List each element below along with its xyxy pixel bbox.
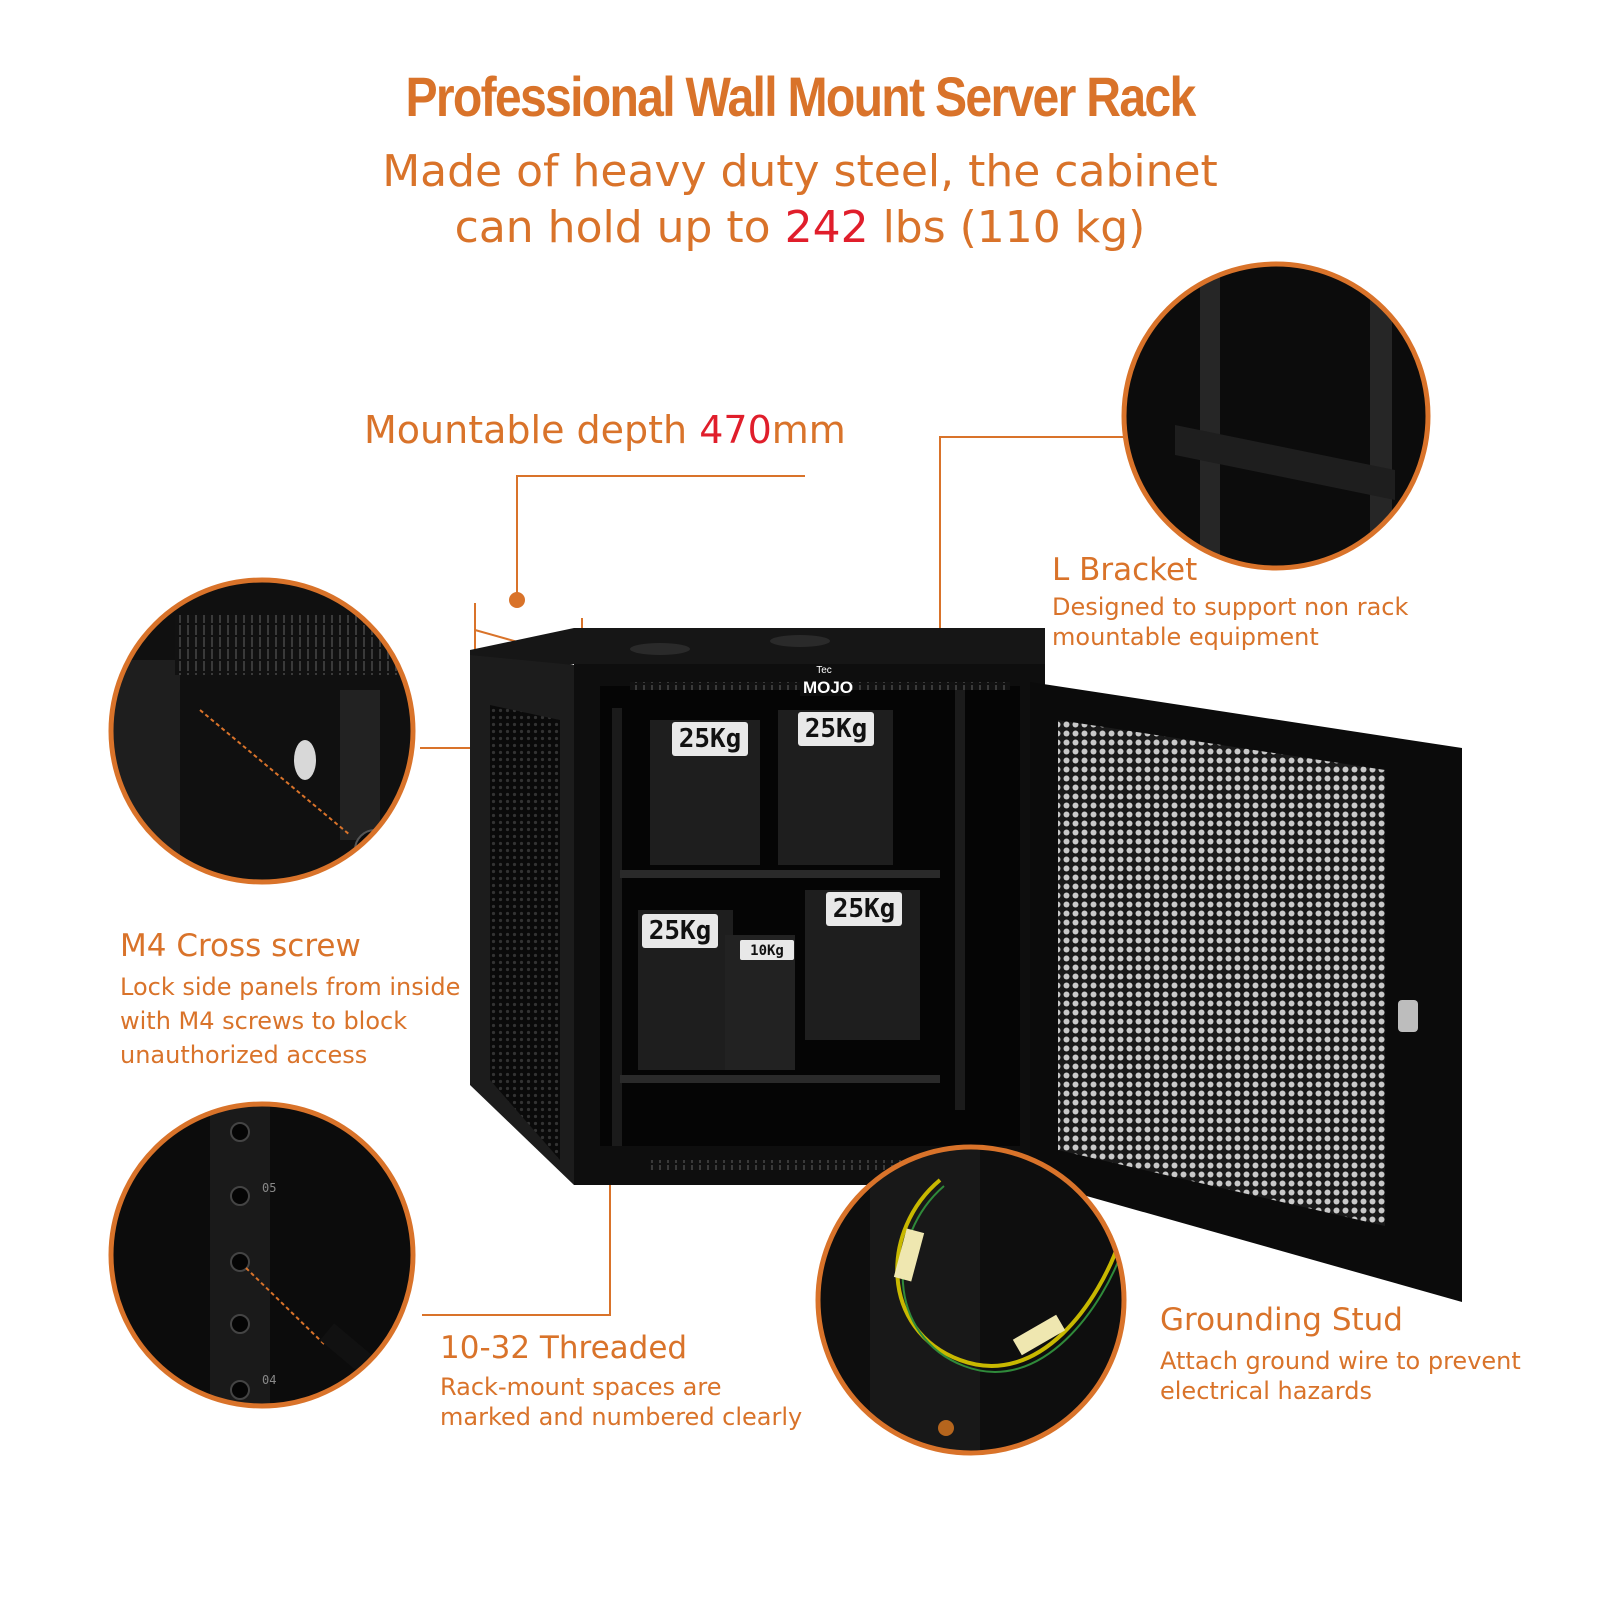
page-title: Professional Wall Mount Server Rack: [405, 65, 1196, 128]
cabinet-door: [1030, 682, 1462, 1302]
subtitle-pre: can hold up to: [454, 202, 785, 253]
l-bracket-desc-2: mountable equipment: [1052, 623, 1319, 651]
rail-number-04: 04: [262, 1373, 276, 1387]
weight-label-3: 25Kg: [649, 916, 712, 946]
depth-label: Mountable depth 470mm: [364, 408, 846, 452]
grounding-title: Grounding Stud: [1160, 1302, 1403, 1338]
l-bracket-title: L Bracket: [1052, 552, 1198, 588]
l-bracket-detail: [1124, 264, 1428, 568]
m4-screw-desc-2: with M4 screws to block: [120, 1007, 408, 1035]
depth-value: 470: [699, 408, 772, 452]
grounding-stud-detail: [818, 1147, 1124, 1453]
l-bracket-desc-1: Designed to support non rack: [1052, 593, 1409, 621]
threaded-title: 10-32 Threaded: [440, 1330, 688, 1366]
threaded-rail-detail: 05 04: [111, 1104, 413, 1406]
m4-screw-desc-1: Lock side panels from inside: [120, 973, 461, 1001]
brand-logo: MOJO: [803, 678, 853, 697]
cabinet: Tec MOJO: [470, 628, 1045, 1185]
weights: 25Kg 25Kg 25Kg 25Kg 10Kg: [638, 710, 920, 1070]
subtitle-line-1: Made of heavy duty steel, the cabinet: [382, 146, 1218, 197]
depth-pre: Mountable depth: [364, 408, 700, 452]
subtitle-line-2: can hold up to 242 lbs (110 kg): [0, 202, 1600, 253]
subtitle-post: lbs (110 kg): [868, 202, 1146, 253]
m4-screw-title: M4 Cross screw: [120, 928, 361, 964]
weight-label-1: 25Kg: [679, 724, 742, 754]
rail-number-05: 05: [262, 1181, 276, 1195]
brand-small: Tec: [816, 665, 832, 676]
grounding-desc-2: electrical hazards: [1160, 1377, 1372, 1405]
grounding-desc-1: Attach ground wire to prevent: [1160, 1347, 1521, 1375]
threaded-desc-2: marked and numbered clearly: [440, 1403, 803, 1431]
m4-screw-detail: [111, 580, 413, 882]
capacity-value: 242: [784, 202, 869, 253]
m4-screw-desc-3: unauthorized access: [120, 1041, 368, 1069]
weight-label-4: 25Kg: [833, 894, 896, 924]
weight-label-2: 25Kg: [805, 714, 868, 744]
depth-unit: mm: [771, 408, 846, 452]
threaded-desc-1: Rack-mount spaces are: [440, 1373, 722, 1401]
weight-label-5: 10Kg: [750, 943, 784, 959]
